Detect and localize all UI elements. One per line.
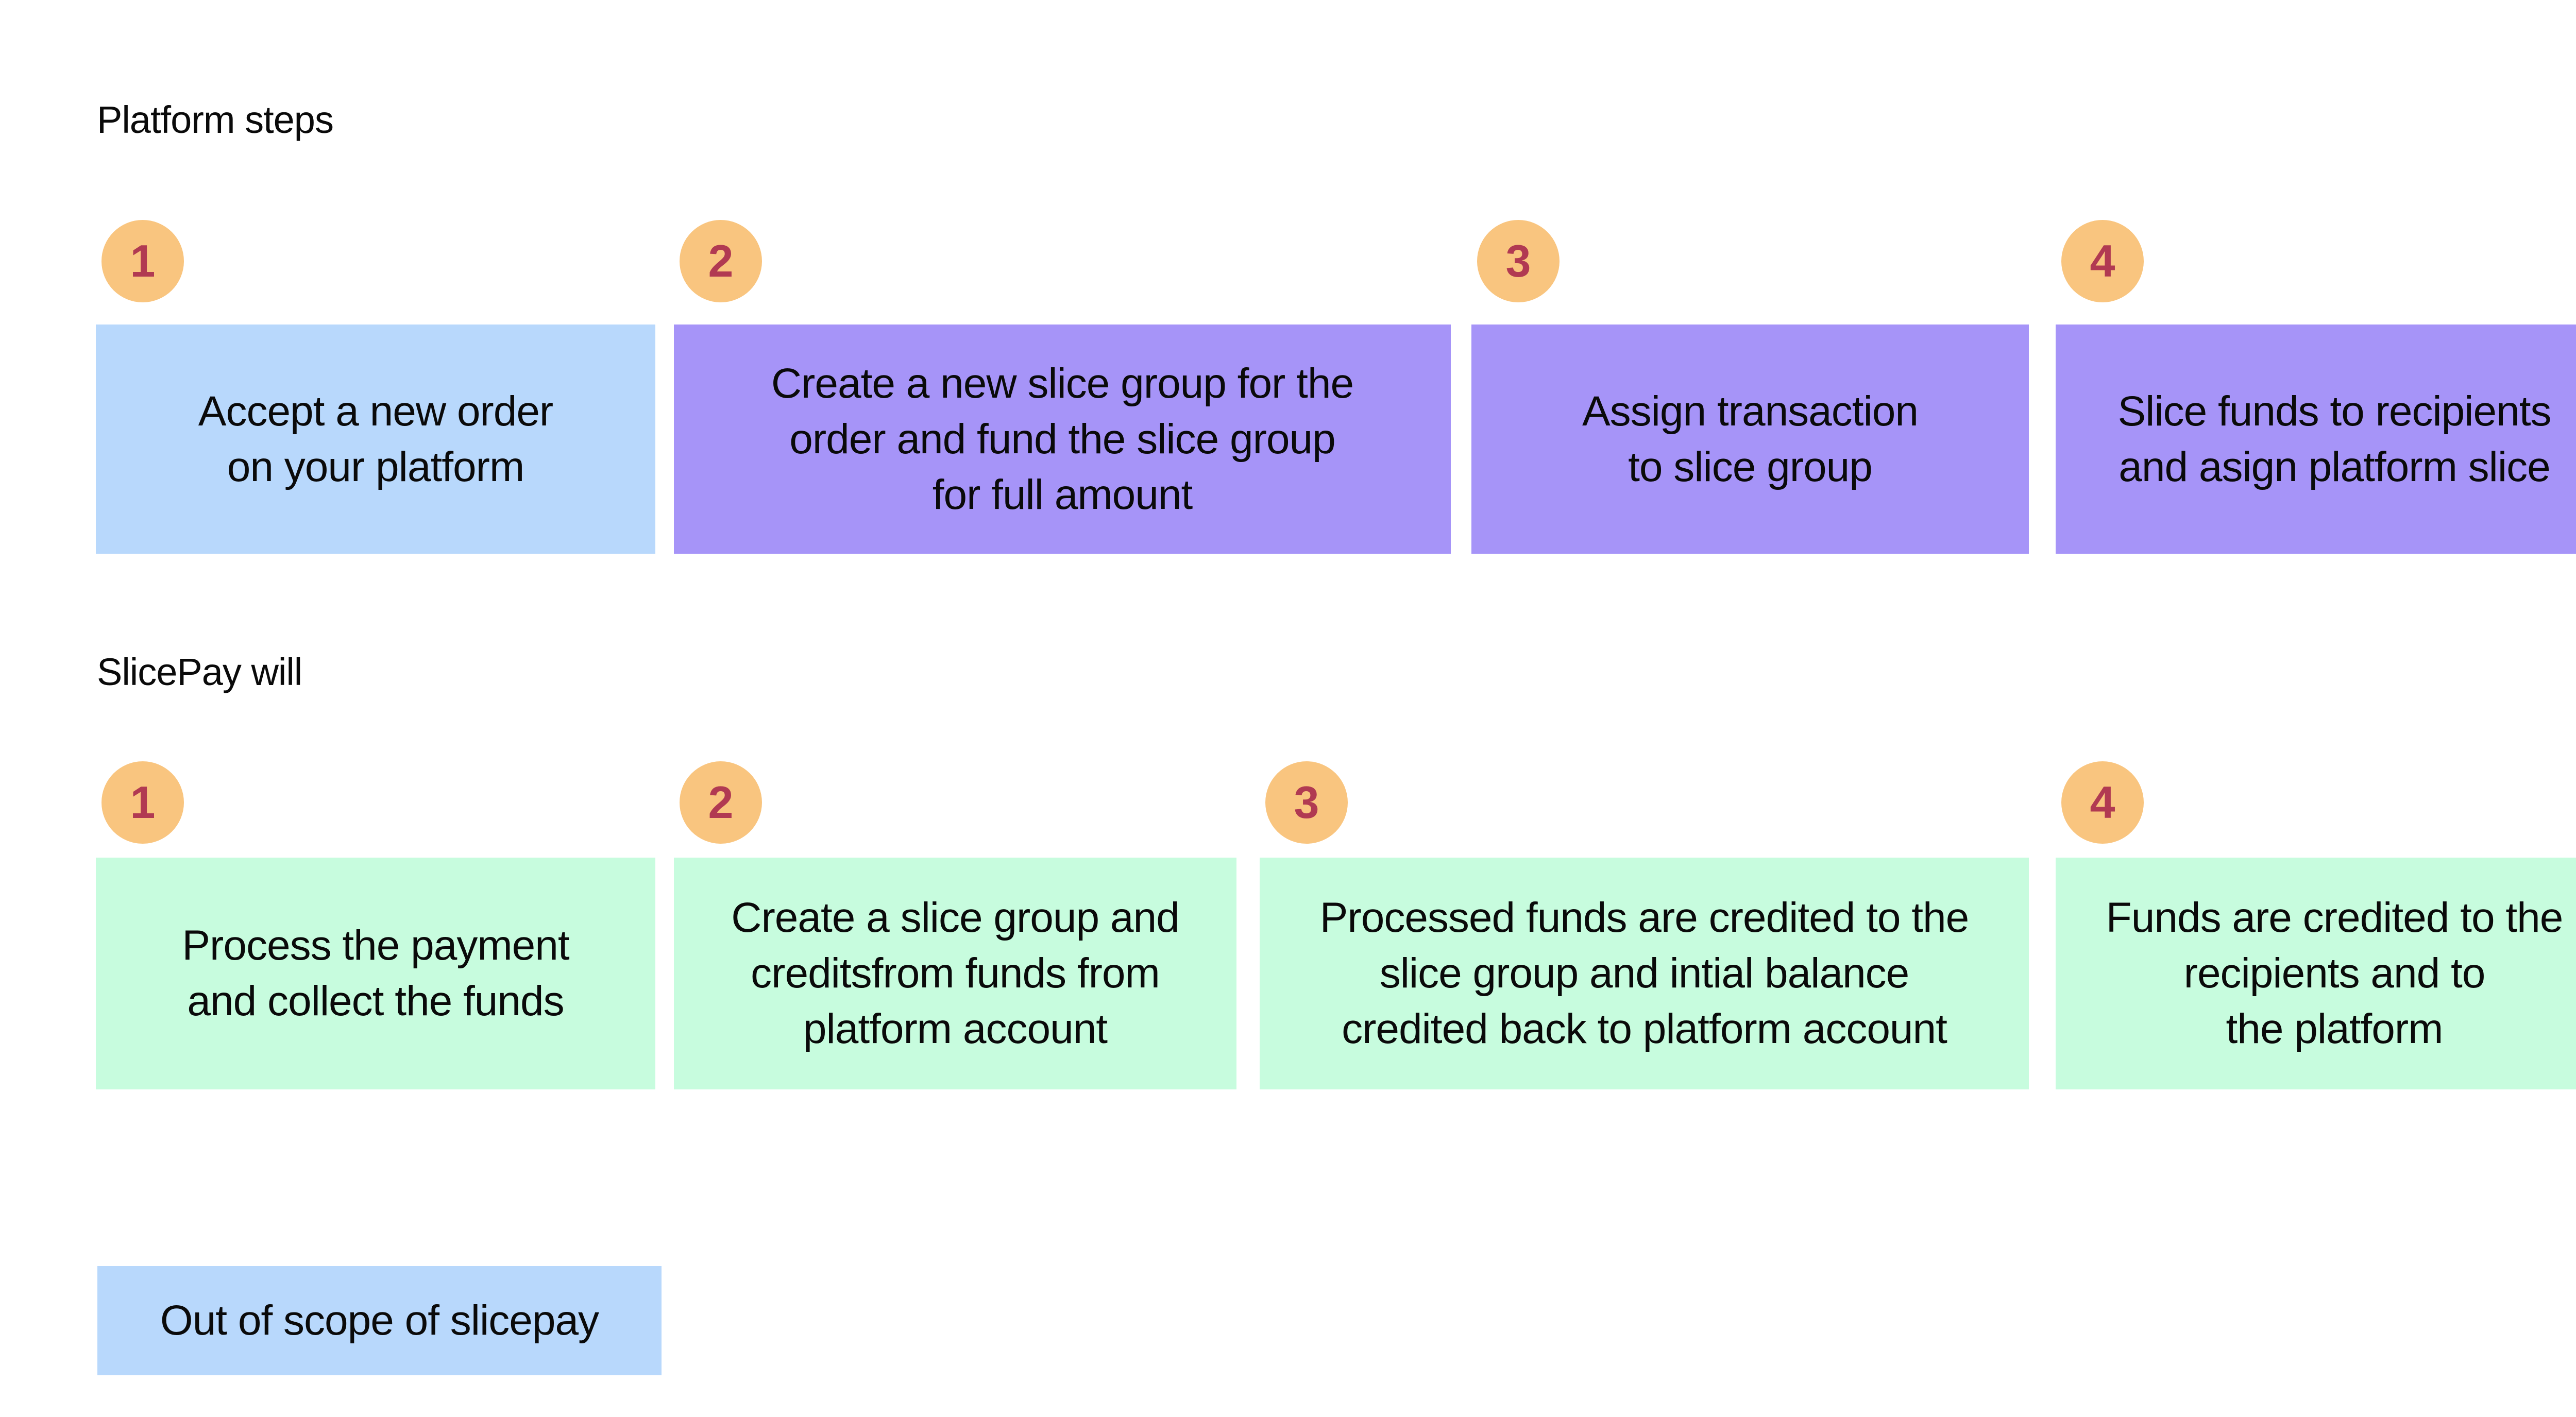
platform-steps-heading: Platform steps <box>97 98 334 141</box>
slicepay-step-4-number: 4 <box>2090 777 2115 828</box>
slicepay-step-1-number: 1 <box>130 777 156 828</box>
platform-step-1-card: Accept a new order on your platform <box>96 325 655 554</box>
slicepay-step-3-number: 3 <box>1294 777 1319 828</box>
slicepay-step-4-badge: 4 <box>2061 761 2144 844</box>
slicepay-step-3-badge: 3 <box>1265 761 1348 844</box>
slicepay-step-2-badge: 2 <box>680 761 762 844</box>
platform-step-4-number: 4 <box>2090 235 2115 286</box>
platform-step-2-number: 2 <box>708 235 734 286</box>
platform-step-4-badge: 4 <box>2061 220 2144 302</box>
out-of-scope-legend: Out of scope of slicepay <box>97 1266 662 1375</box>
slicepay-step-2-card: Create a slice group and creditsfrom fun… <box>674 858 1236 1089</box>
slicepay-step-3-card: Processed funds are credited to the slic… <box>1260 858 2029 1089</box>
platform-step-3-number: 3 <box>1505 235 1531 286</box>
slicepay-will-heading: SlicePay will <box>97 651 302 693</box>
platform-step-1-number: 1 <box>130 235 156 286</box>
platform-step-4-card: Slice funds to recipients and asign plat… <box>2056 325 2576 554</box>
slicepay-step-1-card: Process the payment and collect the fund… <box>96 858 655 1089</box>
platform-step-2-badge: 2 <box>680 220 762 302</box>
platform-step-3-card: Assign transaction to slice group <box>1471 325 2029 554</box>
slicepay-step-2-number: 2 <box>708 777 734 828</box>
platform-step-2-card: Create a new slice group for the order a… <box>674 325 1451 554</box>
platform-step-1-badge: 1 <box>101 220 184 302</box>
slicepay-step-1-badge: 1 <box>101 761 184 844</box>
platform-step-3-badge: 3 <box>1477 220 1560 302</box>
slicepay-step-4-card: Funds are credited to the recipients and… <box>2056 858 2576 1089</box>
